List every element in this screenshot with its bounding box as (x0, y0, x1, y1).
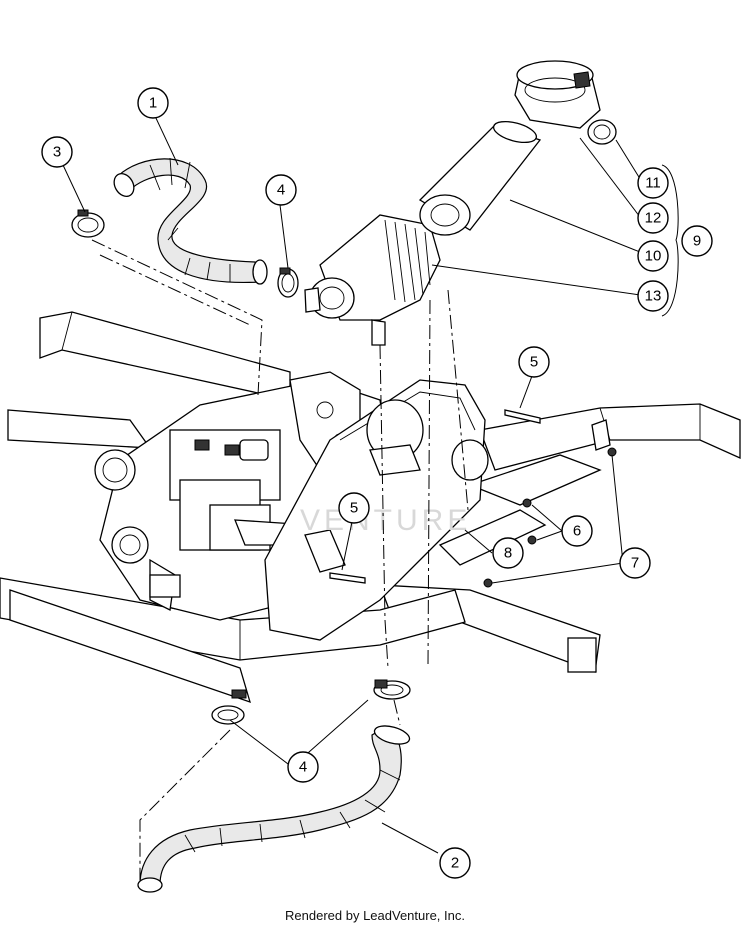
callout-5-lower: 5 (338, 492, 370, 524)
callout-10: 10 (637, 240, 669, 272)
footer-credit: Rendered by LeadVenture, Inc. (285, 908, 465, 923)
callout-12-label: 12 (645, 210, 662, 227)
air-filter-element (418, 120, 542, 236)
callout-11: 11 (637, 167, 669, 199)
callout-7: 7 (619, 547, 651, 579)
callout-5-lower-label: 5 (350, 500, 358, 517)
callout-2: 2 (439, 847, 471, 879)
bolts (329, 409, 617, 588)
air-cleaner-cover (514, 60, 601, 129)
callout-10-label: 10 (645, 248, 662, 265)
hose-clamp-4-upper (277, 267, 299, 298)
callout-11-label: 11 (645, 175, 661, 192)
callout-13: 13 (637, 280, 669, 312)
callout-9: 9 (681, 225, 713, 257)
hose-clamp-4-lower-right (373, 679, 411, 700)
hose-clamp-3 (71, 209, 105, 238)
evacuator-valve (587, 119, 617, 145)
callout-1: 1 (137, 87, 169, 119)
callout-4-lower: 4 (287, 751, 319, 783)
callout-8-label: 8 (504, 545, 512, 562)
callout-7-label: 7 (631, 555, 639, 572)
callout-1-label: 1 (149, 95, 157, 112)
watermark-text: VENTURE (300, 504, 471, 537)
callout-4-upper: 4 (265, 174, 297, 206)
callout-13-label: 13 (645, 288, 662, 305)
callout-3: 3 (41, 136, 73, 168)
callout-3-label: 3 (53, 144, 61, 161)
callout-12: 12 (637, 202, 669, 234)
callout-9-label: 9 (693, 233, 701, 250)
air-intake-hose-upper (113, 157, 268, 285)
transmission-cover (264, 379, 489, 641)
air-cleaner-housing (304, 214, 441, 346)
callout-5-upper-label: 5 (530, 354, 538, 371)
hose-clamp-4-lower-left (211, 689, 247, 725)
leader-lines (62, 115, 679, 854)
callout-5-upper: 5 (518, 346, 550, 378)
assembly-lines (91, 239, 469, 880)
callout-4-upper-label: 4 (277, 182, 285, 199)
frame-rails (0, 311, 741, 704)
callout-4-lower-label: 4 (299, 759, 307, 776)
callout-8: 8 (492, 537, 524, 569)
callout-6-label: 6 (573, 523, 581, 540)
air-intake-hose-lower (137, 725, 411, 893)
callout-2-label: 2 (451, 855, 459, 872)
callout-6: 6 (561, 515, 593, 547)
